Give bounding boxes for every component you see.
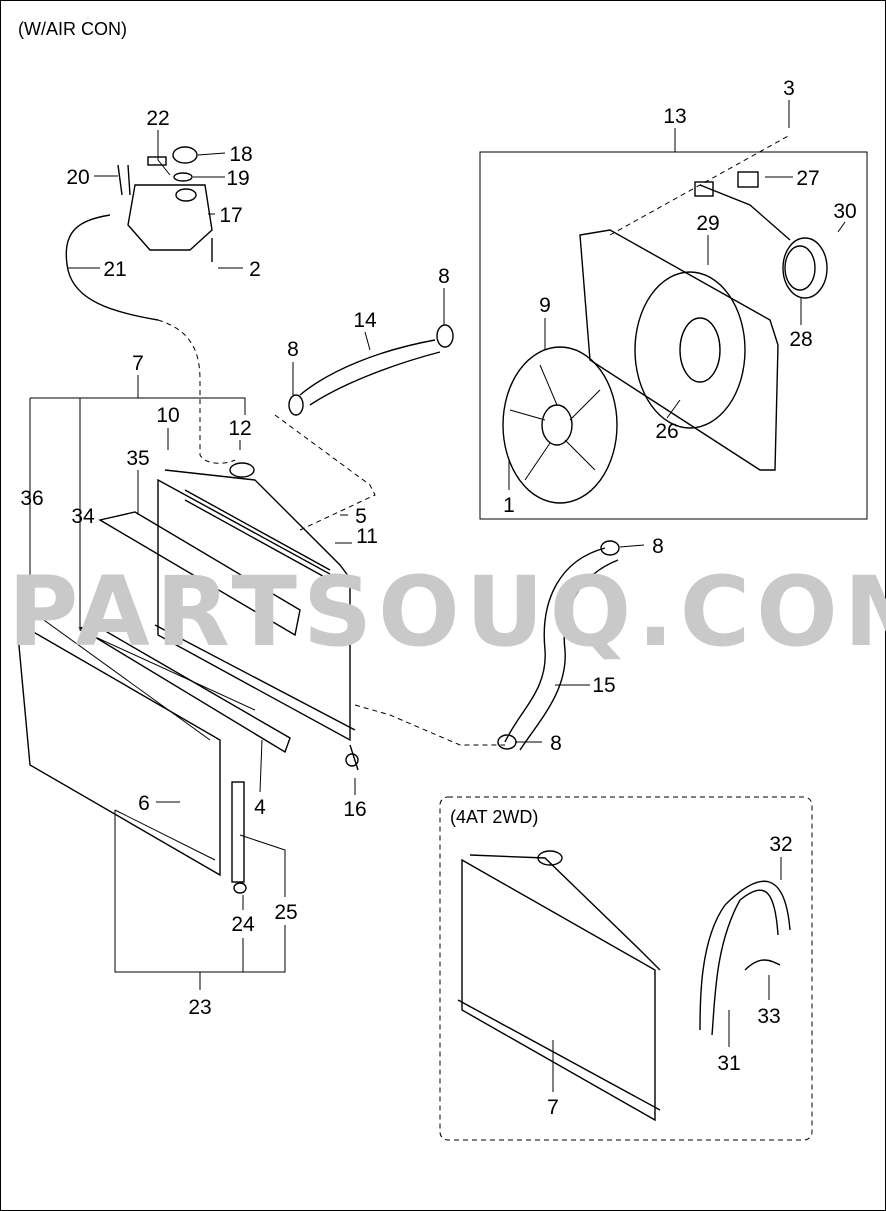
callout-8-right[interactable]: 8: [652, 535, 664, 558]
fan-assembly-box: [479, 151, 868, 520]
callout-14[interactable]: 14: [353, 309, 377, 332]
callout-36[interactable]: 36: [20, 487, 43, 510]
section-title-4at-2wd: (4AT 2WD): [450, 807, 538, 827]
seal-35: [98, 511, 301, 637]
callout-5[interactable]: 5: [355, 505, 367, 528]
radiator: [154, 462, 356, 742]
upper-hose: [288, 324, 454, 416]
callout-26[interactable]: 26: [655, 420, 678, 443]
callout-18[interactable]: 18: [229, 143, 252, 166]
leader-lines: [29, 100, 846, 1092]
drain-plug-washer: [345, 753, 359, 767]
callout-23[interactable]: 23: [188, 996, 211, 1019]
callout-19[interactable]: 19: [226, 167, 249, 190]
callout-16[interactable]: 16: [343, 798, 366, 821]
variant-box-4at-2wd: [439, 796, 813, 1141]
reservoir-tank: [65, 146, 213, 321]
fan-shroud: [579, 229, 779, 471]
bolt-3-path: [609, 134, 791, 236]
watermark: PARTSOUQ.COM: [8, 556, 886, 668]
callouts: 22 18 19 20 17 21 2 13 3 27 30 29 28 8 1…: [20, 77, 856, 1119]
lower-hose: [497, 540, 620, 751]
callout-25[interactable]: 25: [274, 901, 297, 924]
callout-8-top[interactable]: 8: [438, 265, 450, 288]
callout-31[interactable]: 31: [717, 1052, 740, 1075]
callout-8-upper-left[interactable]: 8: [287, 338, 299, 361]
callout-6[interactable]: 6: [138, 792, 150, 815]
callout-4[interactable]: 4: [254, 796, 266, 819]
callout-33[interactable]: 33: [757, 1005, 780, 1028]
callout-9[interactable]: 9: [539, 294, 551, 317]
fan-motor: [694, 171, 828, 299]
callout-11[interactable]: 11: [356, 525, 378, 548]
overflow-hose-path: [157, 319, 236, 464]
section-title-air-con: (W/AIR CON): [18, 19, 127, 39]
callout-34[interactable]: 34: [71, 505, 95, 528]
callout-30[interactable]: 30: [833, 200, 856, 223]
callout-20[interactable]: 20: [66, 166, 89, 189]
callout-29[interactable]: 29: [696, 212, 719, 235]
lower-hose-path: [354, 704, 505, 746]
callout-24[interactable]: 24: [231, 913, 255, 936]
callout-22[interactable]: 22: [146, 107, 169, 130]
drain-plug-16: [349, 744, 359, 771]
callout-7[interactable]: 7: [132, 352, 144, 375]
callout-10[interactable]: 10: [156, 404, 179, 427]
callout-2[interactable]: 2: [249, 258, 261, 281]
callout-15[interactable]: 15: [592, 674, 615, 697]
callout-17[interactable]: 17: [219, 204, 242, 227]
condenser: [17, 629, 247, 894]
callout-13[interactable]: 13: [663, 105, 686, 128]
callout-1[interactable]: 1: [503, 494, 515, 517]
callout-8-bottom[interactable]: 8: [550, 732, 562, 755]
seal-34: [78, 624, 291, 754]
callout-35[interactable]: 35: [126, 447, 149, 470]
callout-3[interactable]: 3: [783, 77, 795, 100]
callout-28[interactable]: 28: [789, 328, 812, 351]
callout-7-4at[interactable]: 7: [547, 1096, 559, 1119]
callout-32[interactable]: 32: [769, 833, 792, 856]
radiator-4at-2wd: [457, 850, 791, 1122]
callout-12[interactable]: 12: [228, 417, 251, 440]
callout-27[interactable]: 27: [796, 167, 819, 190]
callout-21[interactable]: 21: [103, 258, 126, 281]
fan: [502, 346, 618, 504]
